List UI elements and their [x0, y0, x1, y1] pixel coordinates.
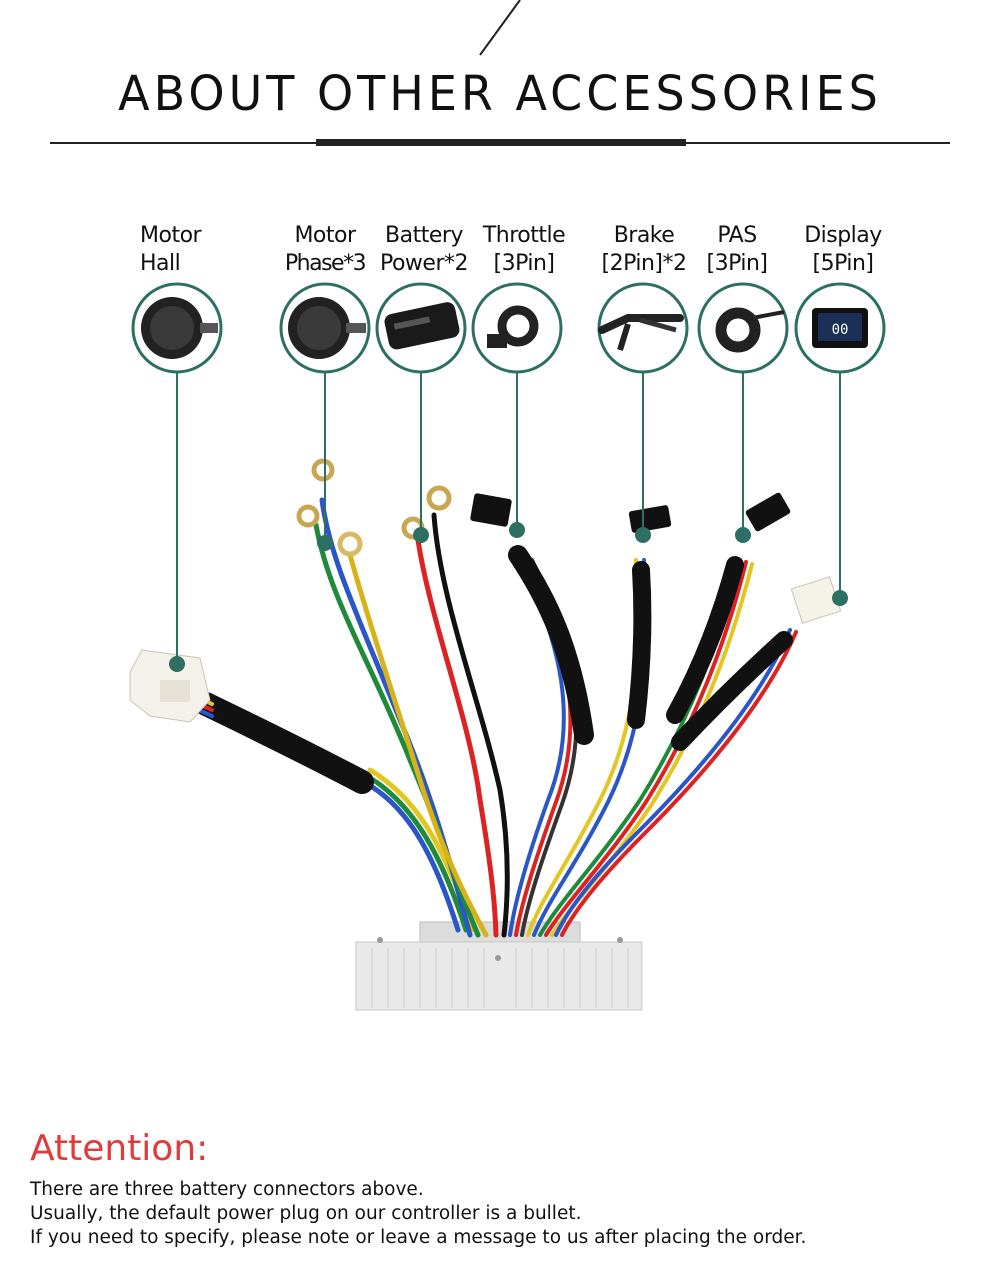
battery-icon — [375, 282, 467, 374]
pin-connectors — [470, 492, 791, 533]
label-display: Display[5Pin] — [804, 223, 882, 276]
brake-lever-icon — [597, 282, 689, 374]
controller-box — [355, 921, 643, 1011]
attention-line-3: If you need to specify, please note or l… — [30, 1227, 807, 1248]
hub-motor-icon — [279, 282, 371, 374]
attention-line-2: Usually, the default power plug on our c… — [30, 1203, 582, 1224]
lcd-display-icon: 00 — [794, 282, 886, 374]
attention-line-1: There are three battery connectors above… — [30, 1179, 424, 1200]
thumb-throttle-icon — [471, 282, 563, 374]
hall-connector — [129, 649, 211, 723]
label-throttle: Throttle[3Pin] — [482, 223, 566, 276]
header-slash-decoration — [479, 0, 521, 56]
wiring-diagram: 00 — [129, 282, 886, 1011]
label-brake: Brake[2Pin]*2 — [601, 223, 688, 276]
svg-text:00: 00 — [832, 322, 849, 338]
pas-sensor-icon — [697, 282, 789, 374]
signal-harnesses — [508, 545, 798, 937]
ring-terminals — [296, 458, 452, 557]
title-rule-accent — [316, 139, 686, 146]
leader-dots — [169, 522, 848, 672]
label-pas: PAS[3Pin] — [706, 223, 768, 276]
phase-and-power-wires — [313, 497, 510, 938]
page-title: ABOUT OTHER ACCESSORIES — [118, 64, 882, 122]
leader-lines — [176, 372, 841, 664]
attention-heading: Attention: — [30, 1128, 209, 1169]
hub-motor-icon — [131, 282, 223, 374]
